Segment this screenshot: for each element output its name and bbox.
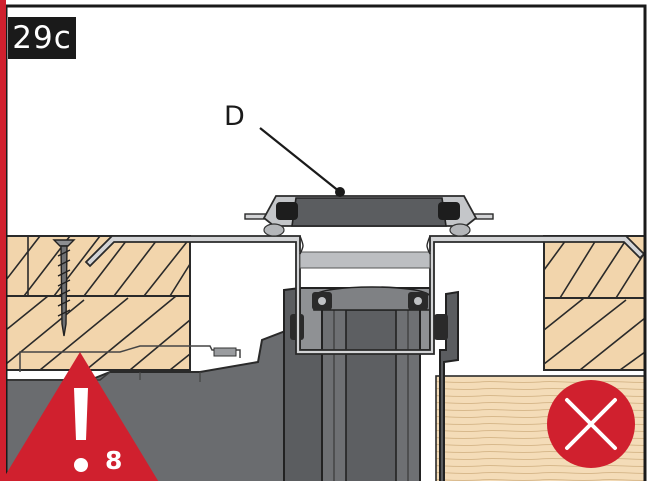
left-lower-board xyxy=(6,295,191,371)
screw-icon xyxy=(52,239,76,337)
left-accent-bar xyxy=(0,0,6,481)
cover-part-d xyxy=(244,187,494,237)
warning-triangle-icon xyxy=(1,352,159,481)
warning-number: 8 xyxy=(105,446,123,475)
metal-flashing xyxy=(84,235,645,355)
step-badge: 29c xyxy=(8,17,76,59)
x-circle-icon xyxy=(547,380,635,468)
callout-label: D xyxy=(224,101,245,132)
callout-leader-line xyxy=(259,127,341,193)
left-upper-board xyxy=(6,235,191,297)
right-lower-board xyxy=(543,297,645,371)
